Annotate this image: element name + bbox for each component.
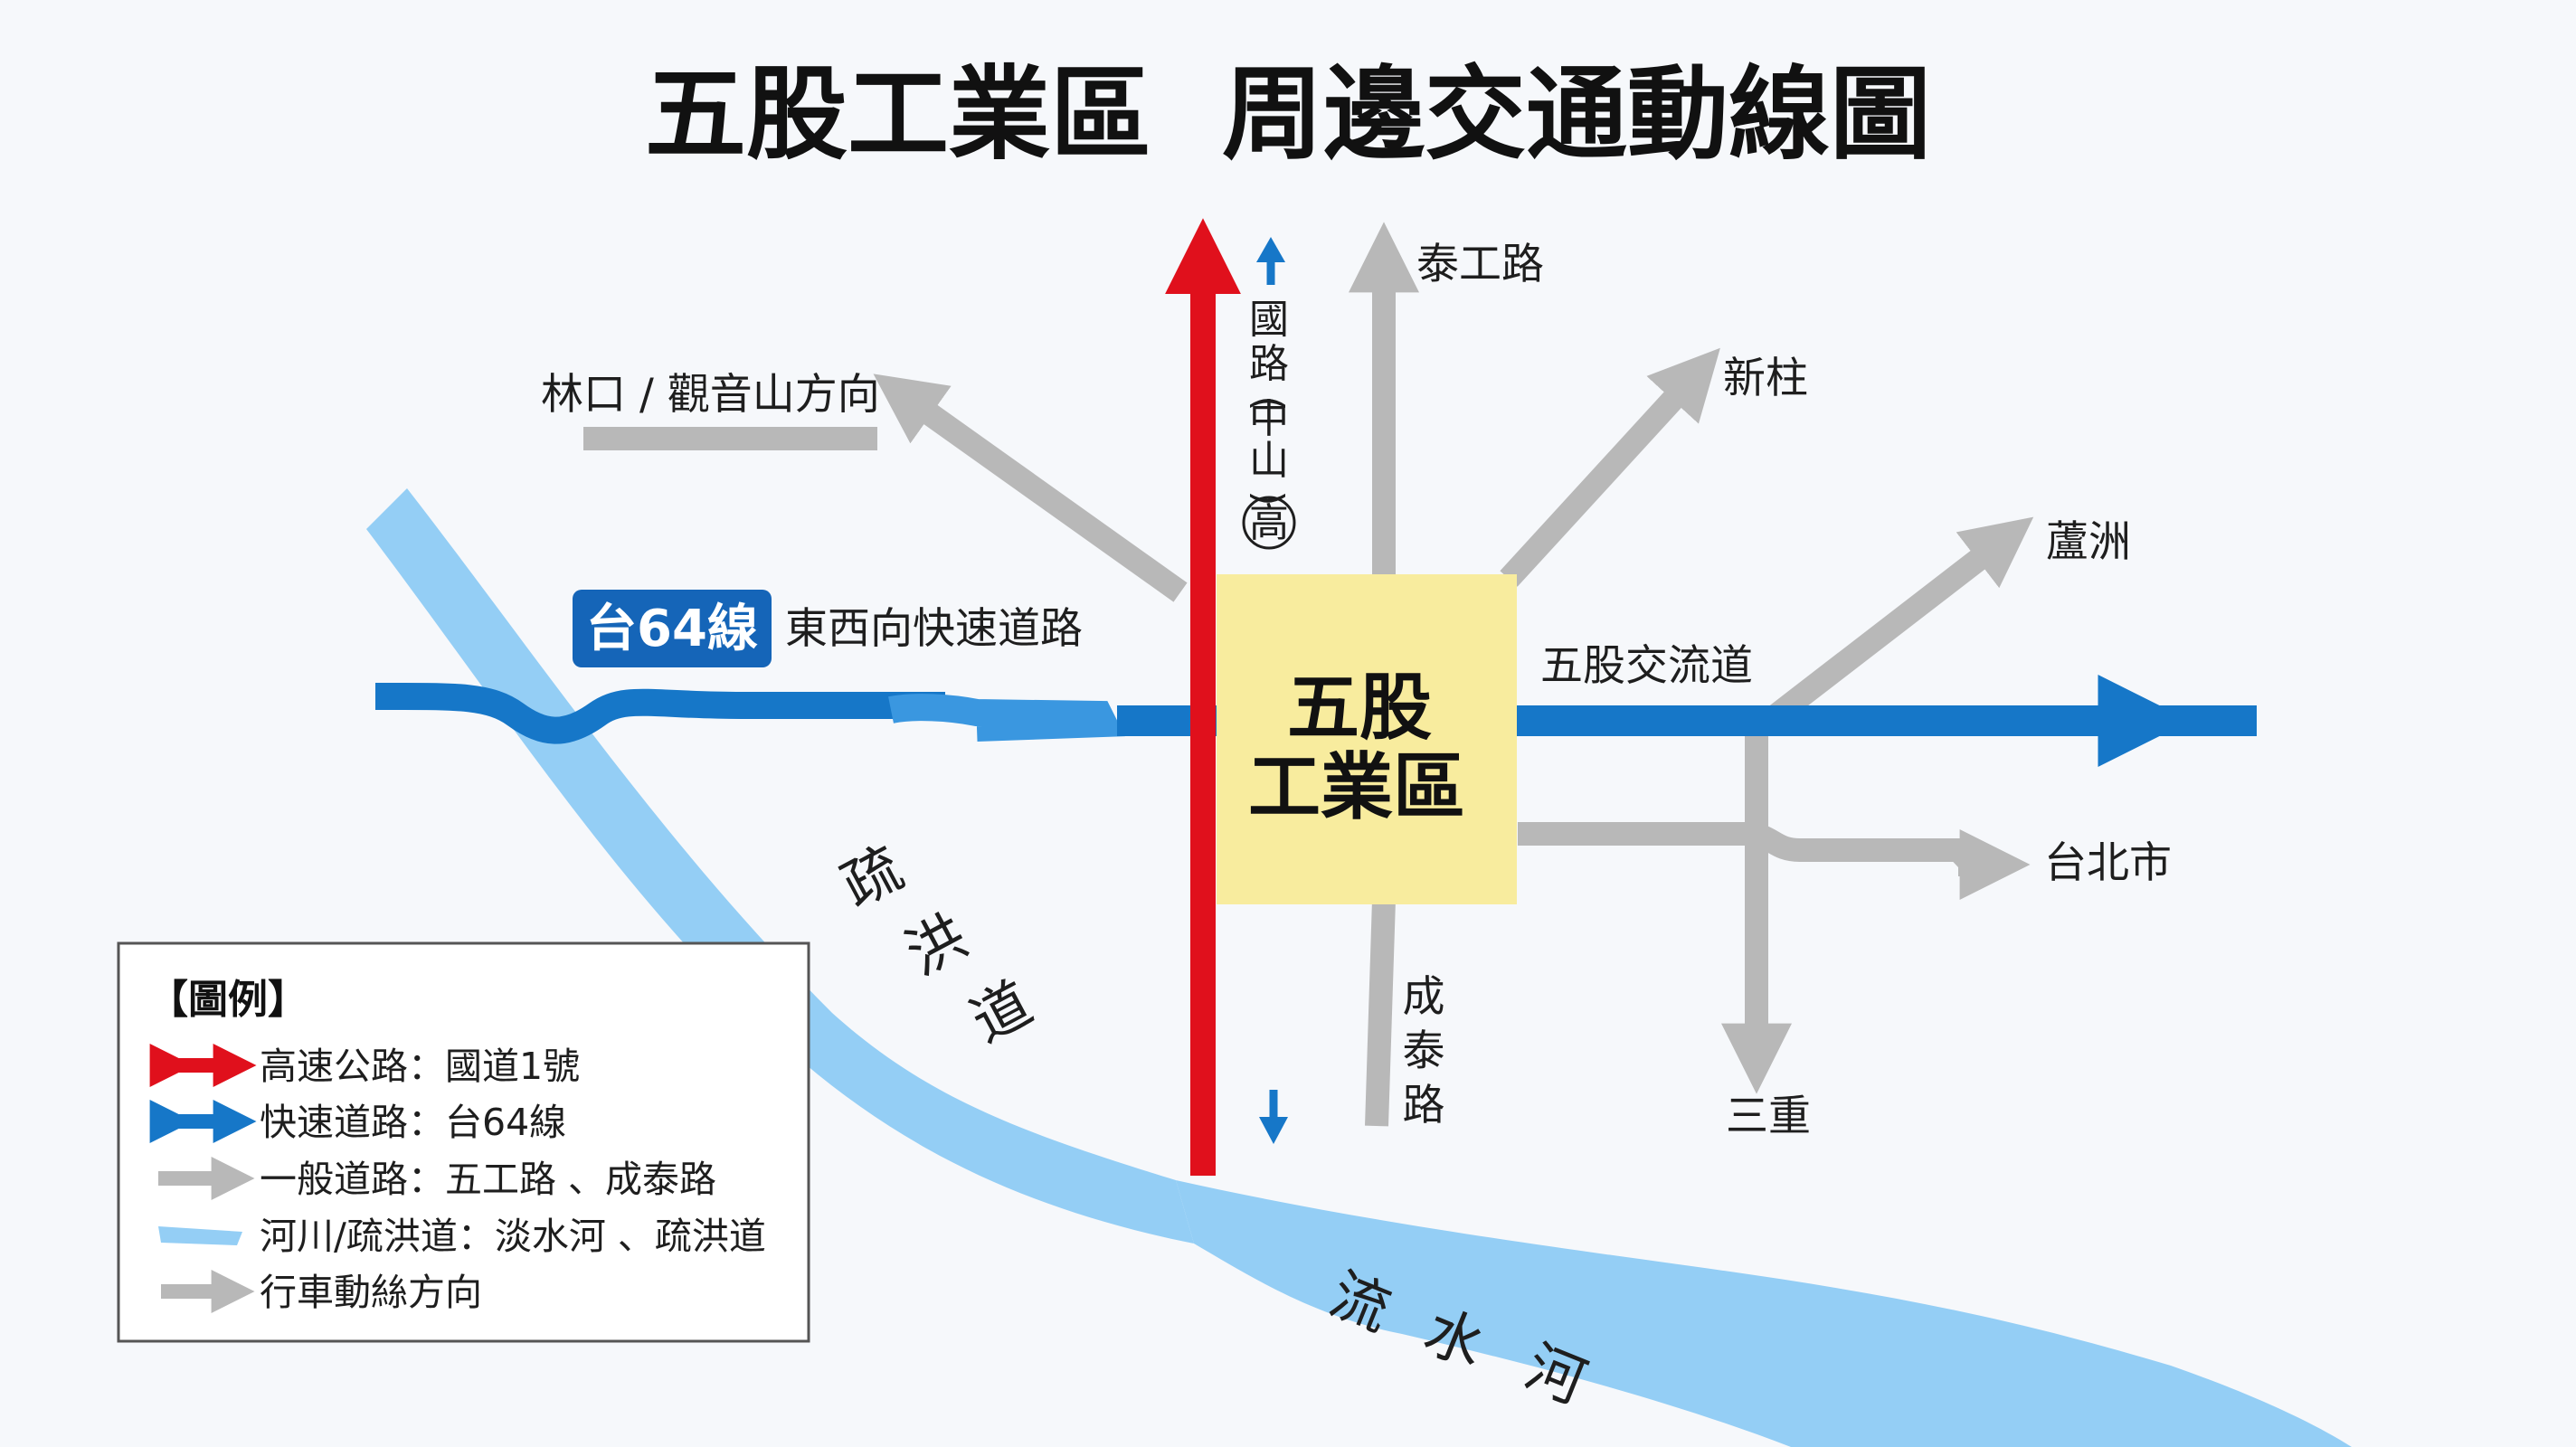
svg-text:成: 成 [1403,972,1445,1022]
highway-label-circle [1242,496,1296,550]
legend: 【圖例】 高速公路：國道1號 快速道路：台64線 一般道路：五工路 、成泰路 河… [117,941,810,1343]
river-swatch-icon [158,1226,242,1245]
xinzhuang-road [1500,347,1720,587]
highway-direction-arrow-north [1256,237,1285,285]
legend-item-general-road: 一般道路：五工路 、成泰路 [158,1157,716,1201]
zone-label-line2: 工業區 [1248,745,1465,829]
map-title: 五股工業區 周邊交通動線圖 [645,56,1931,174]
taipei-label: 台北市 [2044,838,2172,888]
legend-item-river: 河川/疏洪道：淡水河 、疏洪道 [158,1215,766,1258]
legend-item-expressway: 快速道路：台64線 [149,1100,566,1144]
svg-text:高速公路：國道1號: 高速公路：國道1號 [260,1045,580,1088]
svg-text:中: 中 [1249,396,1289,442]
luzhou-road [1770,516,2034,724]
river-branch [1768,1299,2189,1447]
svg-text:快速道路：台64線: 快速道路：台64線 [260,1101,566,1144]
svg-text:高: 高 [1249,500,1289,546]
expressway-bridge [888,694,1125,742]
general-roads [583,222,2034,1127]
svg-text:行車動絲方向: 行車動絲方向 [260,1271,482,1314]
chengtai-road-label: 成 泰 路 [1403,972,1445,1130]
taipei-road [1518,822,1981,873]
svg-text:路: 路 [1249,341,1289,387]
svg-text:(: ( [1245,395,1292,411]
xinzhuang-label: 新柱 [1723,354,1808,403]
sanchong-label: 三重 [1726,1092,1811,1141]
svg-text:河川/疏洪道：淡水河 、疏洪道: 河川/疏洪道：淡水河 、疏洪道 [260,1215,766,1258]
svg-text:國: 國 [1249,297,1289,343]
svg-text:一般道路：五工路 、成泰路: 一般道路：五工路 、成泰路 [260,1158,716,1201]
expressway-label: 東西向快速道路 [785,604,1083,654]
industrial-zone [1217,574,1517,904]
svg-text:路: 路 [1403,1081,1445,1130]
expressway-west [374,682,945,744]
linkou-road [873,374,1188,602]
luzhou-label: 蘆洲 [2046,517,2131,567]
chengtai-road [1365,899,1396,1127]
highway-label: 國 路 ( 中 山 ) 高 [1242,297,1296,550]
taigong-road-label: 泰工路 [1416,240,1544,289]
expressway-badge-text: 台64線 [586,600,758,658]
legend-item-direction: 行車動絲方向 [161,1270,482,1314]
expressway-badge [573,590,772,667]
floodway-river [366,488,1194,1244]
interchange-label: 五股交流道 [1540,641,1753,691]
zone-label-line1: 五股 [1287,666,1432,750]
linkou-label: 林口 / 觀音山方向 [541,370,880,420]
highway-direction-arrow-south [1259,1090,1288,1144]
legend-item-highway: 高速公路：國道1號 [149,1044,580,1088]
legend-title: 【圖例】 [148,977,308,1023]
svg-text:泰: 泰 [1403,1026,1445,1076]
svg-text:山: 山 [1249,438,1289,484]
